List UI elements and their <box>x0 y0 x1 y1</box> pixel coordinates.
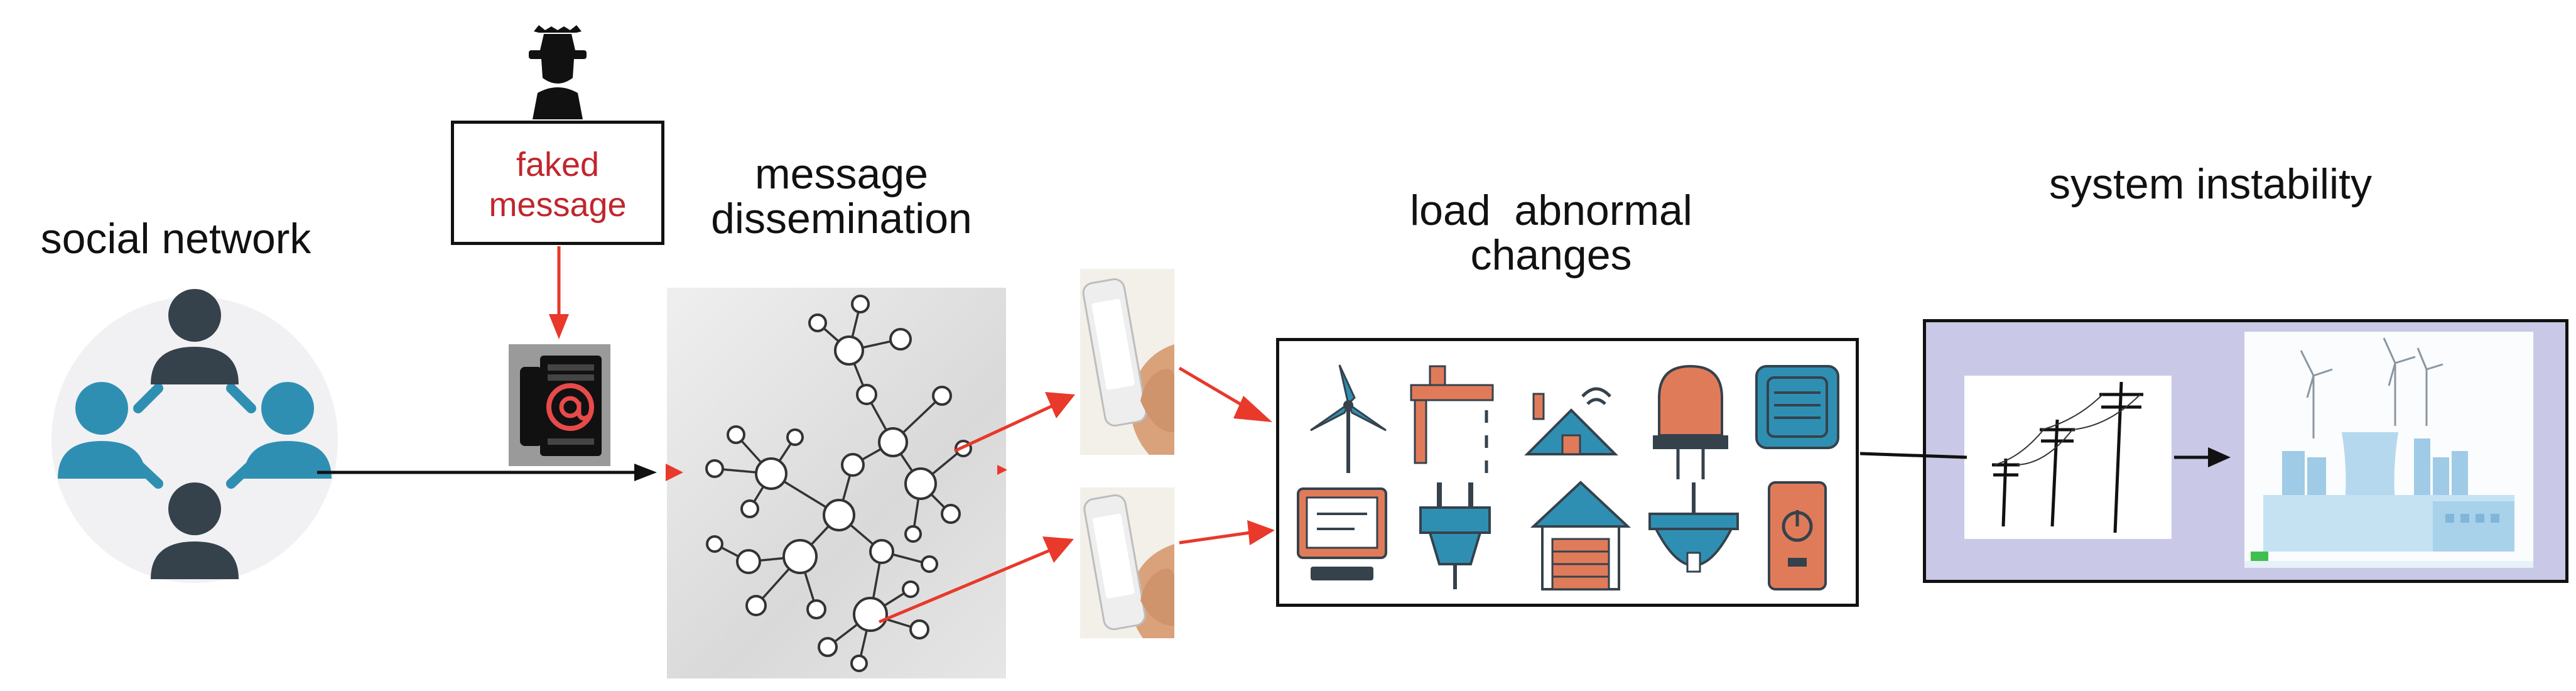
wind-turbines-bg <box>2300 337 2443 438</box>
red-tick-left <box>666 464 683 481</box>
load-line1: load abnormal <box>1410 187 1692 234</box>
speaker-icon <box>1755 365 1839 449</box>
arrow-social-to-dissemination <box>317 464 657 481</box>
smart-switch-icon <box>1768 481 1827 590</box>
alarm-light-icon <box>1653 364 1728 479</box>
social-people-icon <box>51 289 338 583</box>
arrow-fake-to-email <box>549 246 569 339</box>
email-phone-icon <box>509 344 610 466</box>
network-graph-image <box>667 288 1006 678</box>
smart-home-icon <box>1524 387 1618 455</box>
sprinkler-icon <box>1648 482 1739 573</box>
dissemination-line1: message <box>755 150 928 198</box>
load-abnormal-changes-label: load abnormal changes <box>1331 188 1771 278</box>
message-dissemination-label: message dissemination <box>666 150 1017 243</box>
faucet-icon <box>1410 365 1494 473</box>
load-devices-box <box>1276 338 1859 607</box>
load-line2: changes <box>1470 231 1632 280</box>
person-left <box>58 382 146 479</box>
phone-bottom-image <box>1080 487 1174 638</box>
computer-icon <box>1297 487 1387 580</box>
faked-message-box: faked message <box>451 121 664 245</box>
person-right <box>244 382 332 479</box>
arrow-network-to-phone-top <box>953 392 1075 453</box>
faked-line1: faked <box>516 146 600 183</box>
arrow-network-to-phone-bottom <box>879 536 1074 624</box>
power-pole-icon <box>1964 376 2172 539</box>
person-top <box>151 289 239 384</box>
person-bottom <box>151 482 239 579</box>
wind-turbine-icon <box>1310 364 1387 473</box>
red-tick-right <box>997 465 1007 475</box>
garage-icon <box>1530 481 1632 590</box>
plug-icon <box>1419 482 1491 589</box>
social-network-label: social network <box>40 215 311 263</box>
phone-top-image <box>1080 269 1174 455</box>
faked-message-text: faked message <box>454 145 661 225</box>
line-load-to-instability <box>1859 452 1967 459</box>
system-instability-label: system instability <box>2049 160 2372 208</box>
hacker-icon <box>529 25 587 119</box>
arrow-phone-top-to-load <box>1178 366 1272 422</box>
arrow-pole-to-plant <box>2174 447 2231 467</box>
arrow-phone-bottom-to-load <box>1179 520 1275 545</box>
power-plant-icon <box>2244 332 2533 568</box>
dissemination-line2: dissemination <box>711 195 972 243</box>
faked-line2: message <box>489 185 627 224</box>
